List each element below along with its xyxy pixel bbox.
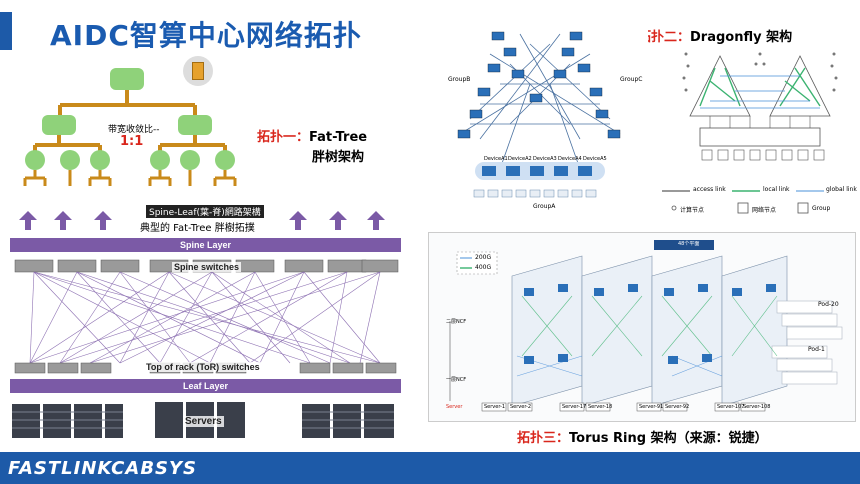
groupa-label: GroupA (533, 203, 556, 210)
pod-1: Pod-1 (808, 346, 825, 353)
ratio-value: 1:1 (120, 134, 144, 149)
server-107: Server-107 (717, 404, 745, 410)
footer-bar (0, 452, 860, 484)
legend-access-link: access link (693, 186, 726, 193)
legend-network-node: 网络节点 (752, 207, 777, 214)
fat-tree-caption: 典型的 Fat-Tree 胖樹拓撲 (140, 223, 255, 234)
spine-leaf-caption: Spine-Leaf(葉-脊)網路架構 (146, 205, 264, 218)
legend-local-link: local link (763, 186, 790, 193)
dragonfly-device-diagram (430, 24, 648, 198)
spine-switches-label: Spine switches (172, 262, 242, 272)
planes-banner: 48个平面 (678, 241, 700, 247)
server-1: Server-1 (484, 404, 506, 410)
up-arrows (19, 211, 385, 230)
device-a3: DeviceA3 (533, 156, 557, 162)
dragonfly-label: 拓扑二：Dragonfly 架构 (638, 30, 793, 45)
device-a2: DeviceA2 (508, 156, 532, 162)
legend-compute-node: 计算节点 (680, 207, 705, 214)
fat-tree-diagram (23, 68, 237, 186)
dragonfly-node-diagram (682, 52, 838, 161)
server-2: Server-2 (510, 404, 532, 410)
tier-ncf2: 二层NCF (446, 319, 467, 325)
legend-global-link: global link (826, 186, 857, 193)
server-18: Server-18 (588, 404, 613, 410)
groupc-label: GroupC (620, 76, 643, 83)
tier-ncf1: 一层NCF (446, 377, 467, 383)
leaf-layer-bar: Leaf Layer (10, 379, 401, 393)
ratio-text: 带宽收敛比-- (108, 125, 160, 135)
server-racks (12, 402, 394, 438)
tier-server: Server (446, 404, 463, 410)
footer-brand: FASTLINKCABSYS (8, 458, 197, 479)
dragonfly-legend-lines (662, 190, 824, 214)
torus-ring-diagram (449, 240, 843, 412)
pod-20: Pod-20 (818, 301, 839, 308)
legend-group: Group (812, 205, 831, 212)
server-91: Server-91 (639, 404, 664, 410)
device-a4: DeviceA4 (558, 156, 582, 162)
legend-400g: 400G (475, 264, 492, 271)
server-92: Server-92 (665, 404, 690, 410)
torus-label: 拓扑三：Torus Ring 架构（来源：锐捷） (517, 431, 768, 446)
page-title: AIDC智算中心网络拓扑 (50, 19, 362, 52)
tor-switches-label: Top of rack (ToR) switches (144, 362, 262, 372)
title-accent-bar (0, 12, 12, 50)
device-a1: DeviceA1 (484, 156, 508, 162)
spine-layer-bar: Spine Layer (10, 238, 401, 252)
device-a5: DeviceA5 (583, 156, 607, 162)
fat-tree-label: 拓扑一：Fat-Tree (257, 130, 368, 145)
servers-label: Servers (183, 416, 224, 427)
server-17: Server-17 (562, 404, 587, 410)
legend-200g: 200G (475, 254, 492, 261)
server-108: Server-108 (743, 404, 771, 410)
fat-tree-sub: 胖树架构 (312, 150, 365, 165)
groupb-label: GroupB (448, 76, 471, 83)
server-icon (183, 56, 213, 86)
